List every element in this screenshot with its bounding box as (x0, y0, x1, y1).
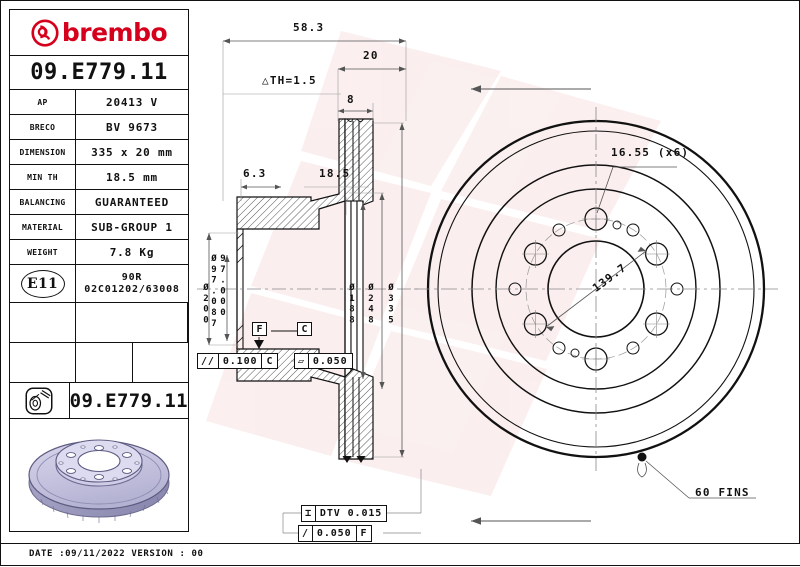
dim-hat-wall: 8 (347, 93, 355, 106)
part-number-repeat: 09.E779.11 (69, 389, 188, 412)
dim-center-bore-hi: 97.087 (209, 264, 219, 330)
flatness-value: 0.050 (312, 355, 348, 367)
spec-value: BV 9673 (106, 120, 158, 134)
diameter-symbol: Ø (201, 283, 211, 294)
datum-c: C (297, 322, 312, 336)
callout-fins: 60 FINS (695, 486, 750, 499)
brand-logo-row: brembo (10, 10, 188, 56)
flatness-symbol: ▱ (295, 354, 309, 368)
parallelism-symbol: // (198, 354, 219, 368)
blank-cell-d (76, 343, 133, 382)
dim-mid-diameter-value: 248 (366, 293, 376, 327)
e11-mark: E11 (20, 269, 65, 298)
spec-row-dimension: DIMENSION 335 x 20 mm (10, 140, 188, 165)
homologation-row: E11 90R 02C01202/63008 (10, 265, 188, 303)
brand-name: brembo (61, 18, 168, 47)
spec-label: MIN TH (10, 165, 76, 189)
dim-center-bore-upper: Ø97.087 (209, 254, 219, 330)
dim-thickness-variation: △TH=1.5 (262, 74, 317, 87)
dim-hub-bore: Ø200 (201, 283, 211, 326)
dim-outer-diameter-value: 335 (386, 293, 396, 327)
dim-overall-length: 58.3 (293, 21, 325, 34)
dim-center-bore-lower: 97.000 (218, 254, 228, 319)
blank-cell-c (10, 343, 76, 382)
brake-disc-3d-render (28, 439, 170, 523)
blank-row-lower (10, 343, 188, 383)
spec-label: BALANCING (10, 190, 76, 214)
diameter-symbol-5: Ø (386, 283, 396, 294)
parallelism-datum: C (261, 354, 277, 368)
homologation-line1: 90R (121, 272, 143, 283)
callout-bolt-hole: 16.55 (x6) (611, 146, 690, 159)
spec-row-material: MATERIAL SUB-GROUP 1 (10, 215, 188, 240)
spec-row-breco: BRECO BV 9673 (10, 115, 188, 140)
flatness-frame: ▱ 0.050 (294, 353, 353, 369)
spec-row-ap: AP 20413 V (10, 90, 188, 115)
blank-cell-b (76, 303, 188, 342)
dtv-symbol: ⌶ (302, 506, 316, 521)
part-number: 09.E779.11 (30, 60, 168, 85)
dtv-value: DTV 0.015 (319, 508, 383, 519)
spec-row-weight: WEIGHT 7.8 Kg (10, 240, 188, 265)
spec-label: DIMENSION (10, 140, 76, 164)
dim-disc-thickness: 20 (363, 49, 379, 62)
spec-value: 20413 V (106, 95, 158, 109)
part-number-row: 09.E779.11 (10, 56, 188, 90)
dim-outer-diameter: Ø335 (386, 283, 396, 326)
homologation-value: 90R 02C01202/63008 (76, 265, 188, 302)
footer-date-version: DATE :09/11/2022 VERSION : 00 (29, 549, 204, 559)
spec-value: SUB-GROUP 1 (91, 220, 173, 234)
dim-th-value: TH=1.5 (269, 74, 317, 87)
spec-value: 7.8 Kg (109, 245, 155, 259)
diameter-symbol-2: Ø (209, 254, 219, 265)
spec-value: GUARANTEED (94, 195, 170, 209)
runout-datum: F (355, 526, 372, 541)
dim-min-thickness: 18.5 (319, 167, 351, 180)
dim-hub-bore-value: 200 (201, 293, 211, 327)
blank-cell-a (10, 303, 76, 342)
blank-cell-e (133, 343, 188, 382)
diameter-symbol-4: Ø (366, 283, 376, 294)
spec-value: 335 x 20 mm (91, 145, 173, 159)
brembo-logo-icon (31, 18, 59, 47)
disc-icon-row: 09.E779.11 (10, 383, 188, 419)
parallelism-frame: // 0.100 C (197, 353, 279, 369)
dim-hat-offset: 6.3 (243, 167, 267, 180)
parallelism-value: 0.100 (222, 355, 258, 367)
spec-label: AP (10, 90, 76, 114)
homologation-line2: 02C01202/63008 (84, 283, 180, 295)
spec-row-balancing: BALANCING GUARANTEED (10, 190, 188, 215)
spec-table: brembo 09.E779.11 AP 20413 V BRECO BV 96… (9, 9, 189, 532)
dim-inner-diameter-value: 188 (347, 293, 357, 327)
spec-row-min-th: MIN TH 18.5 mm (10, 165, 188, 190)
runout-value: 0.050 (316, 528, 352, 539)
dim-mid-diameter: Ø248 (366, 283, 376, 326)
spec-value: 18.5 mm (106, 170, 158, 184)
dim-inner-diameter: Ø188 (347, 283, 357, 326)
spec-label: BRECO (10, 115, 76, 139)
drawing-footer: DATE :09/11/2022 VERSION : 00 (1, 543, 800, 565)
diameter-symbol-3: Ø (347, 283, 357, 294)
spec-label: WEIGHT (10, 240, 76, 264)
brake-disc-wear-icon (10, 383, 70, 418)
runout-symbol: / (299, 526, 313, 541)
blank-row-upper (10, 303, 188, 343)
runout-frame: / 0.050 F (298, 525, 373, 542)
datum-f: F (252, 322, 267, 336)
product-photo-row (10, 419, 188, 531)
e-mark-cell: E11 (10, 265, 76, 302)
spec-label: MATERIAL (10, 215, 76, 239)
dtv-frame: ⌶ DTV 0.015 (301, 505, 388, 522)
